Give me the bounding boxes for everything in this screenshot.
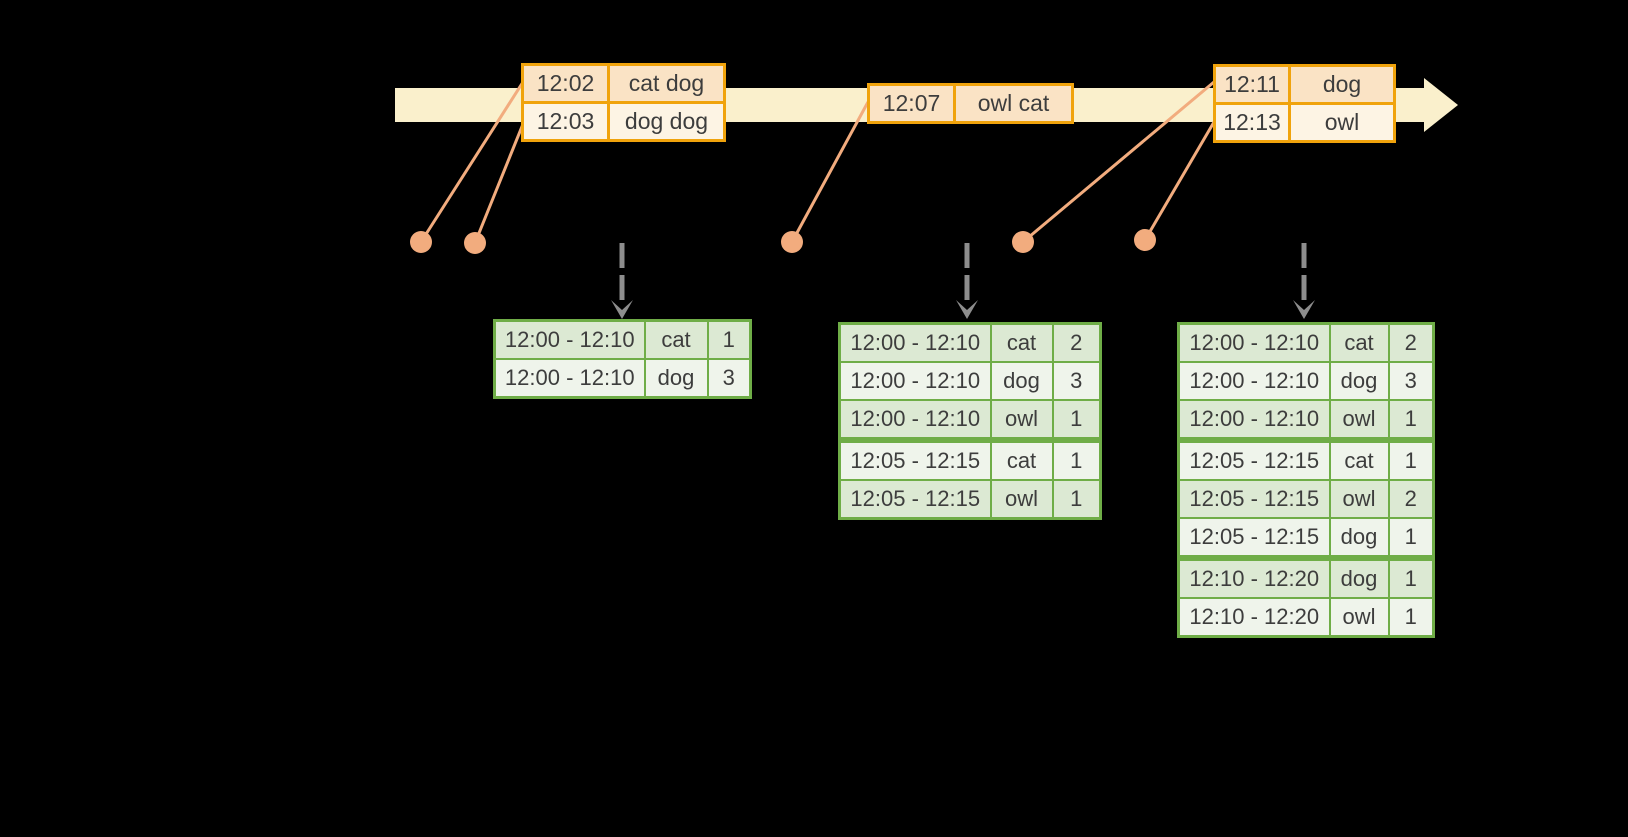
table-cell: cat [1328, 322, 1390, 363]
table-cell: 12:00 - 12:10 [1177, 399, 1331, 441]
trigger-arrow [1293, 243, 1315, 319]
table-cell: 12:11 [1213, 64, 1291, 105]
table-cell: cat [989, 322, 1054, 363]
table-cell: cat [989, 437, 1054, 481]
table-cell: 12:00 - 12:10 [1177, 361, 1331, 401]
timeline-arrowhead-icon [1424, 78, 1458, 132]
connector-line [419, 81, 525, 243]
table-cell: 12:05 - 12:15 [1177, 517, 1331, 559]
table-cell: owl [1328, 479, 1390, 519]
table-cell: owl cat [953, 83, 1074, 124]
table-cell: dog [1328, 361, 1390, 401]
table-cell: 1 [1387, 597, 1435, 638]
table-cell: dog dog [607, 101, 726, 142]
table-cell: 1 [1387, 555, 1435, 599]
table-cell: dog [1328, 555, 1390, 599]
connector-line [473, 123, 525, 244]
table-cell: 3 [706, 358, 752, 399]
table-cell: 12:05 - 12:15 [1177, 437, 1331, 481]
table-cell: 1 [1387, 517, 1435, 559]
table-cell: owl [1288, 102, 1396, 143]
table-cell: 3 [1387, 361, 1435, 401]
table-cell: 2 [1387, 479, 1435, 519]
event-dot [410, 231, 432, 253]
table-cell: 1 [1387, 399, 1435, 441]
connector-line [790, 101, 870, 243]
table-cell: 2 [1051, 322, 1102, 363]
table-cell: 2 [1387, 322, 1435, 363]
table-cell: owl [1328, 399, 1390, 441]
table-cell: 12:00 - 12:10 [1177, 322, 1331, 363]
table-cell: owl [989, 479, 1054, 520]
event-dot [781, 231, 803, 253]
down-arrow-icon [1293, 300, 1315, 319]
event-dot [1134, 229, 1156, 251]
table-cell: 12:05 - 12:15 [838, 437, 992, 481]
table-cell: 12:10 - 12:20 [1177, 555, 1331, 599]
table-cell: owl [989, 399, 1054, 441]
table-cell: dog [1328, 517, 1390, 559]
trigger-arrow [611, 243, 633, 319]
trigger-arrow [956, 243, 978, 319]
table-cell: 1 [1387, 437, 1435, 481]
table-cell: 1 [706, 319, 752, 360]
table-cell: 12:05 - 12:15 [838, 479, 992, 520]
table-cell: 3 [1051, 361, 1102, 401]
event-dot [464, 232, 486, 254]
table-cell: cat [643, 319, 709, 360]
table-cell: 1 [1051, 399, 1102, 441]
table-cell: owl [1328, 597, 1390, 638]
connector-line [1022, 80, 1215, 244]
connector-line [1143, 121, 1216, 241]
table-cell: 12:13 [1213, 102, 1291, 143]
table-cell: 12:00 - 12:10 [838, 361, 992, 401]
down-arrow-icon [956, 300, 978, 319]
event-dot [1012, 231, 1034, 253]
table-cell: 12:10 - 12:20 [1177, 597, 1331, 638]
table-cell: 12:00 - 12:10 [493, 358, 646, 399]
table-cell: 1 [1051, 479, 1102, 520]
down-arrow-icon [611, 300, 633, 319]
table-cell: 12:07 [867, 83, 956, 124]
table-cell: cat dog [607, 63, 726, 104]
table-cell: 12:02 [521, 63, 610, 104]
table-cell: 1 [1051, 437, 1102, 481]
table-cell: dog [1288, 64, 1396, 105]
table-cell: cat [1328, 437, 1390, 481]
table-cell: dog [643, 358, 709, 399]
table-cell: 12:00 - 12:10 [838, 322, 992, 363]
table-cell: 12:00 - 12:10 [838, 399, 992, 441]
table-cell: 12:00 - 12:10 [493, 319, 646, 360]
table-cell: 12:05 - 12:15 [1177, 479, 1331, 519]
table-cell: dog [989, 361, 1054, 401]
table-cell: 12:03 [521, 101, 610, 142]
